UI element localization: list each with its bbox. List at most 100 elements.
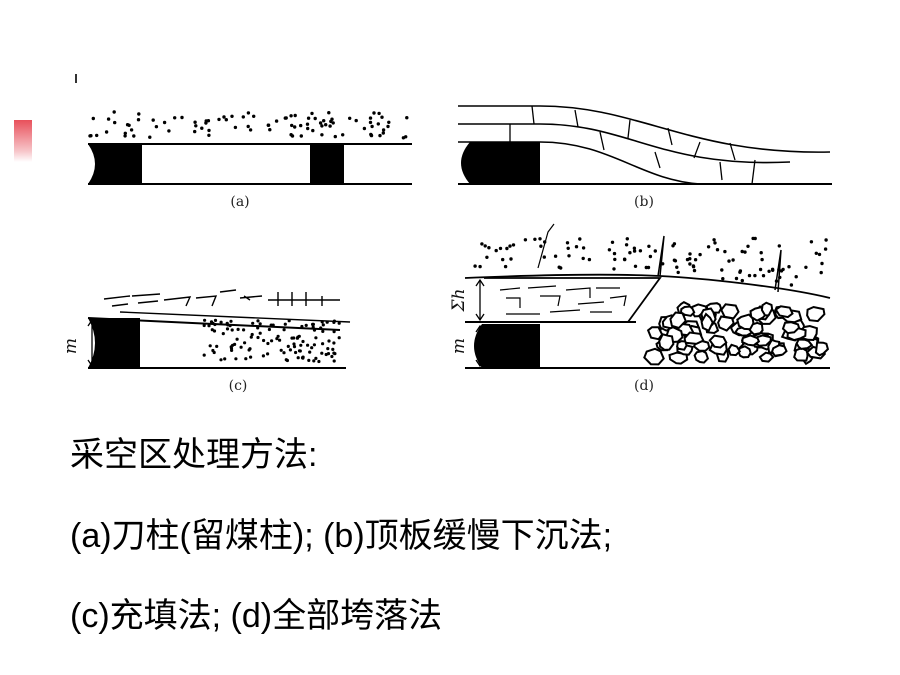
stipple-dot	[180, 115, 184, 120]
stipple-dot	[314, 336, 318, 340]
stipple-dot	[324, 123, 328, 127]
stipple-dot	[292, 345, 297, 349]
stipple-dot	[372, 111, 376, 115]
panel-b-joint-cracks	[509, 105, 756, 185]
stipple-dot	[258, 331, 262, 335]
stipple-dot	[311, 322, 315, 326]
stipple-dot	[587, 257, 592, 262]
stipple-dot	[290, 336, 294, 340]
stipple-dot	[262, 338, 266, 343]
panel-b-coal-seam	[461, 142, 540, 184]
rubble-rock	[806, 305, 826, 323]
stipple-dot	[566, 246, 570, 250]
stipple-dot	[675, 265, 679, 269]
stipple-dot	[494, 248, 498, 253]
stipple-dot	[224, 118, 228, 122]
stipple-dot	[381, 128, 386, 132]
stipple-dot	[653, 249, 657, 253]
stipple-dot	[193, 120, 197, 124]
stipple-dot	[204, 121, 208, 125]
stipple-dot	[299, 343, 303, 347]
stipple-dot	[313, 116, 317, 121]
stipple-dot	[740, 249, 744, 254]
stipple-dot	[207, 324, 211, 328]
stipple-dot	[229, 345, 233, 349]
stipple-dot	[715, 248, 720, 252]
stipple-dot	[306, 116, 311, 120]
stipple-dot	[233, 342, 237, 346]
rubble-rock	[669, 311, 687, 330]
stipple-dot	[723, 249, 727, 254]
stipple-dot	[89, 134, 93, 138]
stipple-dot	[632, 249, 637, 253]
stipple-dot	[787, 265, 791, 269]
stipple-dot	[136, 118, 141, 122]
stipple-dot	[692, 268, 697, 273]
stipple-dot	[567, 254, 571, 258]
stipple-dot	[292, 342, 296, 346]
stipple-dot	[693, 258, 698, 262]
stipple-dot	[318, 121, 323, 125]
stipple-dot	[761, 274, 766, 278]
rubble-rock	[758, 351, 775, 363]
stipple-dot	[234, 357, 238, 361]
panel-c-coal-seam	[88, 318, 140, 368]
stipple-dot	[202, 353, 206, 357]
stipple-dot	[252, 114, 256, 119]
stipple-dot	[301, 339, 305, 344]
stipple-dot	[327, 111, 331, 115]
stipple-dot	[308, 350, 312, 354]
stipple-dot	[751, 236, 755, 241]
stipple-dot	[215, 344, 219, 348]
stipple-dot	[610, 240, 615, 244]
stipple-dot	[574, 245, 579, 249]
stipple-dot	[324, 352, 328, 357]
stipple-dot	[256, 326, 260, 330]
stipple-dot	[269, 323, 273, 327]
rubble-rock	[781, 321, 801, 335]
stipple-dot	[305, 122, 310, 126]
stipple-dot	[304, 323, 308, 327]
panel-c-fractured-strata	[103, 289, 351, 323]
stipple-dot	[332, 351, 336, 355]
stipple-dot	[509, 257, 513, 261]
stipple-dot	[289, 133, 293, 137]
rubble-rock	[658, 333, 675, 351]
stipple-dot	[337, 321, 341, 325]
stipple-dot	[319, 326, 323, 330]
stipple-dot	[326, 347, 330, 351]
stipple-dot	[211, 321, 215, 325]
stipple-dot	[738, 270, 742, 274]
stipple-dot	[628, 251, 632, 255]
stipple-dot	[688, 262, 692, 266]
stipple-dot	[250, 332, 254, 337]
stipple-dot	[208, 344, 212, 348]
stipple-dot	[747, 273, 752, 278]
stipple-dot	[243, 341, 247, 345]
stipple-dot	[332, 341, 336, 345]
stipple-dot	[113, 120, 117, 125]
stipple-dot	[95, 133, 99, 138]
stipple-dot	[125, 123, 130, 127]
stipple-dot	[278, 338, 282, 342]
stipple-dot	[317, 359, 321, 364]
stipple-dot	[368, 120, 373, 125]
stipple-dot	[559, 266, 563, 270]
stipple-dot	[759, 251, 763, 255]
panel-a-coal-pillar-right	[310, 144, 344, 184]
stipple-dot	[207, 128, 211, 133]
stipple-dot	[712, 238, 716, 242]
stipple-dot	[713, 241, 717, 245]
stipple-dot	[219, 358, 223, 362]
stipple-dot	[314, 356, 318, 360]
stipple-dot	[685, 257, 690, 262]
stipple-dot	[473, 264, 477, 268]
stipple-dot	[239, 345, 243, 349]
stipple-dot	[758, 267, 763, 272]
stipple-dot	[266, 341, 270, 346]
stipple-dot	[333, 134, 337, 139]
stipple-dot	[312, 359, 316, 363]
stipple-dot	[242, 328, 246, 332]
stipple-dot	[306, 343, 310, 347]
slide-tick-mark	[75, 74, 77, 83]
